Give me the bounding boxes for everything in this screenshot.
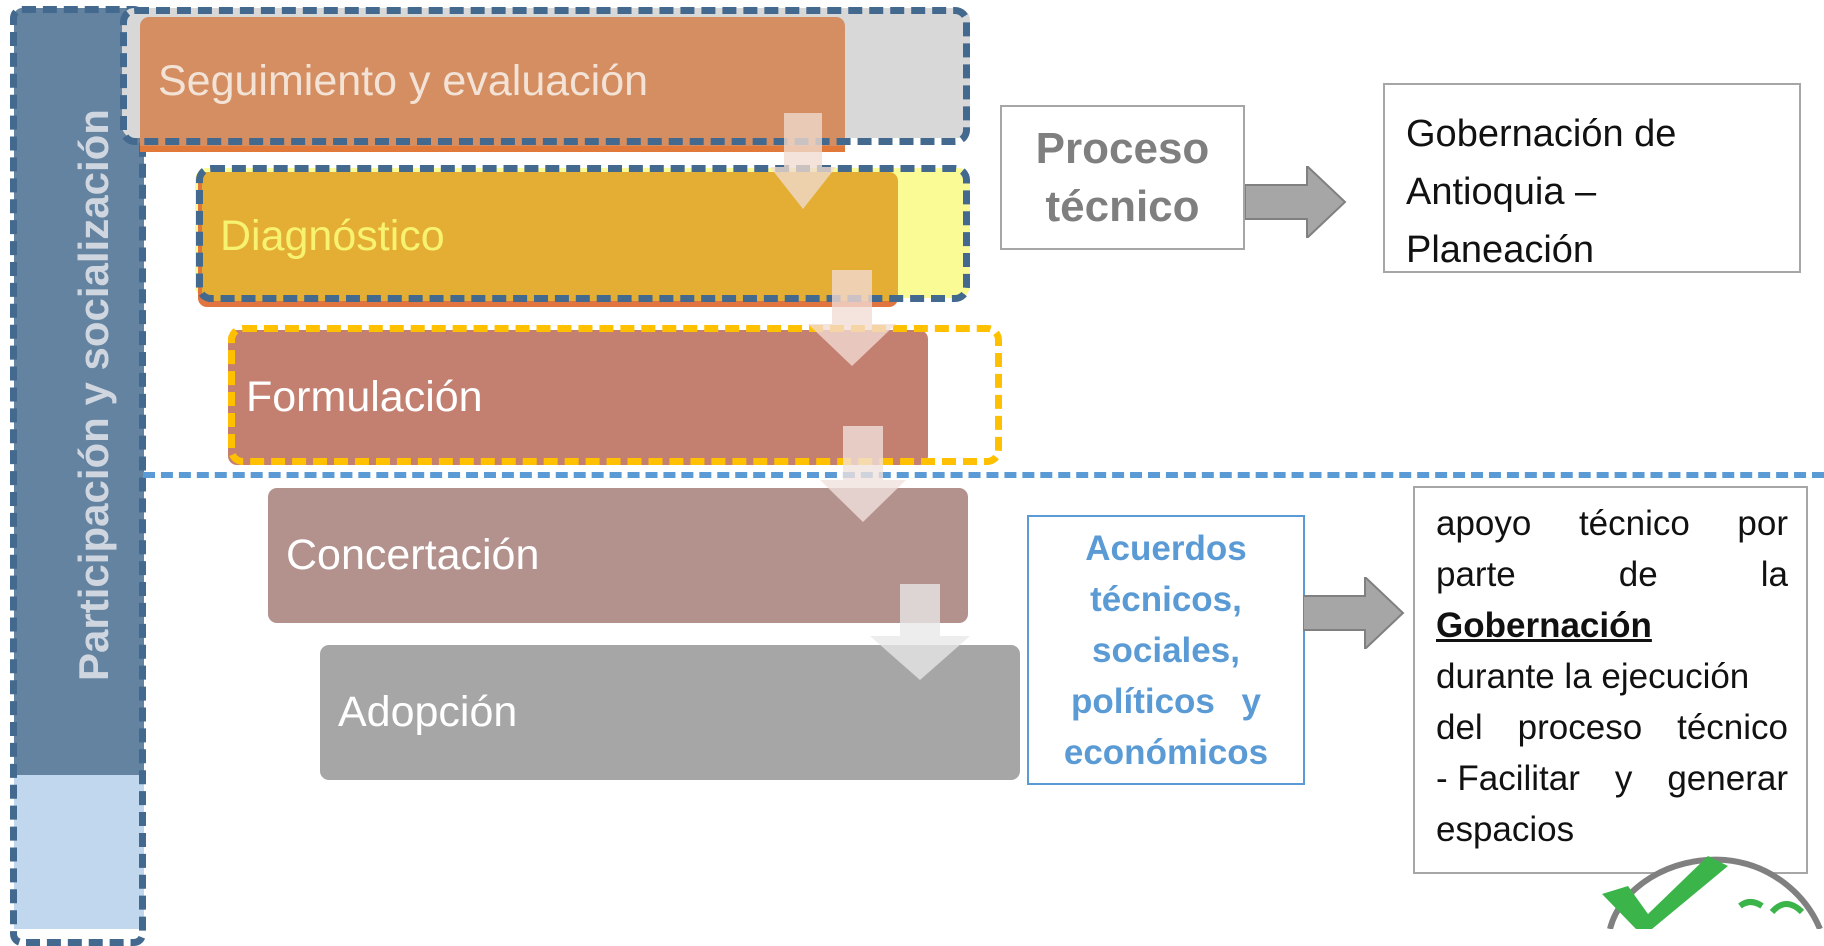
acuerdos-line-5: económicos (1063, 732, 1269, 772)
gobernacion-line-3: Planeación (1406, 229, 1595, 271)
block-arrow-down-icon (820, 426, 906, 522)
apoyo-line-4: durante la ejecución (1436, 657, 1750, 696)
acuerdos-line-4b: y (1241, 681, 1261, 721)
proceso-tecnico-box: Proceso técnico (1000, 105, 1245, 250)
apoyo-line-1: apoyo técnico por (1436, 498, 1788, 549)
apoyo-word: técnico (1578, 504, 1690, 543)
acuerdos-line-4a: políticos (1071, 681, 1215, 721)
apoyo-line-6: - Facilitar y generar (1436, 753, 1788, 804)
block-arrow-right-icon (1245, 166, 1347, 238)
acuerdos-line-2: técnicos, (1090, 579, 1242, 619)
horizontal-dashed-separator (143, 472, 1824, 478)
apoyo-word: generar (1667, 759, 1788, 798)
stage-diagnostico: Diagnóstico (198, 172, 898, 307)
apoyo-word: proceso (1517, 708, 1643, 747)
stage-seguimiento-evaluacion: Seguimiento y evaluación (140, 17, 845, 152)
gobernacion-box: Gobernación de Antioquia – Planeación (1383, 83, 1801, 273)
apoyo-line-7: espacios (1436, 810, 1575, 849)
proceso-line-1: Proceso (1035, 123, 1210, 173)
gobernacion-line-1: Gobernación de (1406, 113, 1677, 155)
proceso-line-2: técnico (1045, 181, 1200, 231)
apoyo-word: la (1760, 555, 1788, 594)
apoyo-word: apoyo (1436, 504, 1532, 543)
apoyo-word: por (1737, 504, 1788, 543)
block-arrow-right-icon (1303, 577, 1405, 649)
block-arrow-down-icon (770, 113, 836, 209)
stage-adopcion: Adopción (320, 645, 1020, 780)
apoyo-tecnico-box: apoyo técnico por parte de la Gobernació… (1413, 486, 1808, 874)
apoyo-line-2: parte de la (1436, 549, 1788, 600)
apoyo-word: de (1618, 555, 1658, 594)
acuerdos-line-3: sociales, (1092, 630, 1240, 670)
block-arrow-down-icon (870, 584, 970, 680)
seguimiento-dashed-outline (120, 7, 970, 145)
apoyo-line-5: del proceso técnico (1436, 702, 1788, 753)
apoyo-line-3: Gobernación (1436, 600, 1788, 651)
stage-formulacion: Formulación (228, 330, 928, 465)
formulacion-dashed-outline (228, 325, 1002, 465)
acuerdos-line-1: Acuerdos (1085, 528, 1247, 568)
gobernacion-line-2: Antioquia – (1406, 171, 1597, 213)
apoyo-word: y (1614, 759, 1633, 798)
checkmark-logo-icon (1602, 856, 1823, 929)
side-bar-label: Participación y socialización (70, 109, 117, 681)
apoyo-word: parte (1436, 555, 1516, 594)
block-arrow-down-icon (808, 270, 896, 366)
diagnostico-dashed-outline (196, 165, 970, 302)
gobernacion-emphasis: Gobernación (1436, 606, 1652, 645)
side-bar-extension (14, 775, 144, 929)
apoyo-word: técnico (1677, 708, 1788, 747)
acuerdos-line-4: políticos y (1071, 676, 1261, 727)
apoyo-word: - Facilitar (1436, 759, 1580, 798)
apoyo-word: del (1436, 708, 1483, 747)
acuerdos-box: Acuerdos técnicos, sociales, políticos y… (1027, 515, 1305, 785)
